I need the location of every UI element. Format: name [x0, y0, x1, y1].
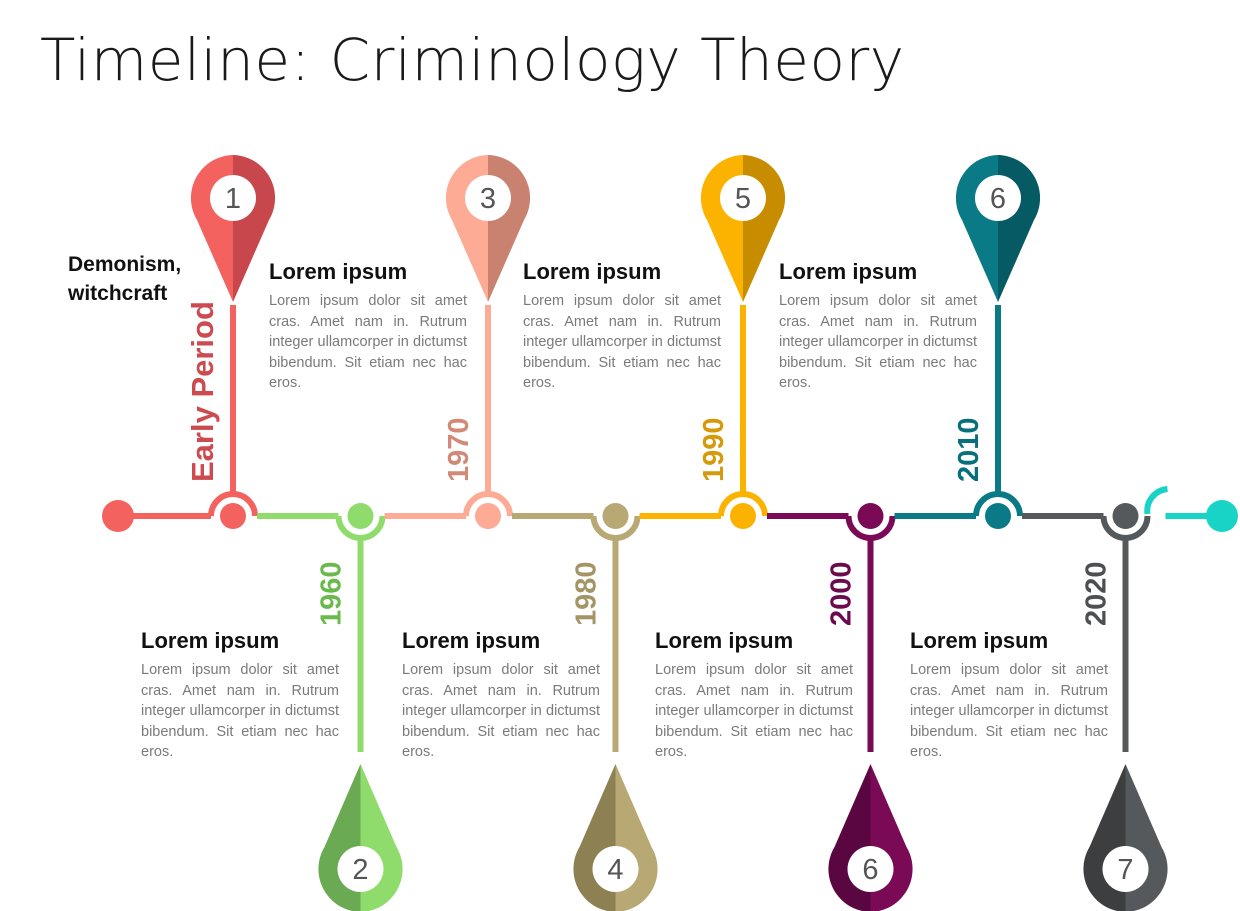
step-7-heading: Lorem ipsum	[779, 259, 918, 284]
step-1-number: 1	[225, 183, 241, 215]
page-title: Timeline: Criminology Theory	[40, 26, 905, 94]
step-4-arc-out	[615, 515, 641, 541]
step-8-arc-out	[1125, 515, 1151, 541]
step-8-arc-in	[1100, 515, 1126, 541]
step-5-node	[730, 503, 756, 529]
step-7-arc-in	[973, 491, 999, 517]
step-2-node	[347, 503, 374, 529]
step-7-arc-out	[997, 491, 1023, 517]
step-6-pin-face	[847, 846, 894, 892]
step-8-pin-face	[1102, 846, 1149, 892]
step-8-year: 2020	[1081, 561, 1113, 626]
step-6-arc-out	[870, 515, 896, 541]
step-5-pin: 5	[700, 155, 786, 302]
timeline-nodes	[102, 500, 1238, 532]
step-6-body: Lorem ipsum dolor sit amet cras. Amet na…	[655, 662, 853, 760]
text-block-step-2: Lorem ipsum Lorem ipsum dolor sit amet c…	[141, 628, 339, 763]
step-4-body: Lorem ipsum dolor sit amet cras. Amet na…	[402, 662, 600, 760]
timeline-start-dot	[102, 500, 134, 532]
step-6-number: 6	[862, 854, 878, 886]
step-7-node	[985, 503, 1011, 529]
step-6-heading: Lorem ipsum	[655, 628, 794, 653]
timeline-pins: 1 2 3 4 5 6 6 7	[190, 155, 1168, 911]
step-3-body: Lorem ipsum dolor sit amet cras. Amet na…	[269, 293, 467, 391]
step-8-number: 7	[1117, 854, 1133, 886]
step-4-year: 1980	[571, 561, 603, 626]
step-2-pin-face	[337, 846, 384, 892]
step-8-body: Lorem ipsum dolor sit amet cras. Amet na…	[910, 662, 1108, 760]
step-3-pin: 3	[445, 155, 531, 302]
step-3-number: 3	[480, 183, 496, 215]
step-5-body: Lorem ipsum dolor sit amet cras. Amet na…	[523, 293, 721, 391]
step-7-pin-face	[975, 175, 1021, 221]
step-2-number: 2	[352, 854, 368, 886]
step-5-arc-in	[718, 491, 744, 517]
step-2-heading: Lorem ipsum	[141, 628, 280, 653]
step-1-arc-out	[232, 491, 258, 517]
step-3-node	[475, 503, 501, 529]
step-8-pin: 7	[1083, 764, 1168, 911]
timeline-end-arc	[1144, 486, 1168, 515]
side-note: Demonism, witchcraft	[68, 253, 182, 305]
timeline-years: Early Period 1960 1970 1980 1990 2000 2010 2020	[185, 301, 1113, 626]
step-5-heading: Lorem ipsum	[523, 259, 662, 284]
step-6-year: 2000	[826, 561, 858, 626]
step-3-year: 1970	[443, 417, 475, 482]
step-4-pin-face	[592, 846, 639, 892]
step-1-year: Early Period	[185, 301, 220, 482]
step-5-pin-face	[720, 175, 766, 221]
step-1-arc-in	[208, 491, 234, 517]
step-4-number: 4	[607, 854, 623, 886]
step-4-node	[602, 503, 629, 529]
step-4-arc-in	[590, 515, 616, 541]
step-7-pin: 6	[955, 155, 1041, 302]
step-2-arc-in	[335, 515, 361, 541]
step-7-body: Lorem ipsum dolor sit amet cras. Amet na…	[779, 293, 977, 391]
step-6-arc-in	[845, 515, 871, 541]
step-4-heading: Lorem ipsum	[402, 628, 541, 653]
step-1-node	[220, 503, 246, 529]
step-5-year: 1990	[698, 417, 730, 482]
step-2-year: 1960	[316, 561, 348, 626]
timeline-end-dot	[1206, 500, 1238, 532]
step-3-arc-in	[463, 491, 489, 517]
timeline-lines	[118, 305, 1222, 752]
step-3-heading: Lorem ipsum	[269, 259, 408, 284]
text-block-step-5: Lorem ipsum Lorem ipsum dolor sit amet c…	[523, 259, 721, 394]
text-block-step-4: Lorem ipsum Lorem ipsum dolor sit amet c…	[402, 628, 600, 763]
step-2-pin: 2	[318, 764, 403, 911]
step-1-pin: 1	[190, 155, 276, 302]
step-6-node	[857, 503, 884, 529]
step-6-pin: 6	[828, 764, 913, 911]
step-7-year: 2010	[953, 417, 985, 482]
step-5-number: 5	[735, 183, 751, 215]
step-2-body: Lorem ipsum dolor sit amet cras. Amet na…	[141, 662, 339, 760]
step-8-node	[1112, 503, 1139, 529]
step-2-arc-out	[360, 515, 386, 541]
step-5-arc-out	[742, 491, 768, 517]
step-1-pin-face	[210, 175, 256, 221]
step-3-arc-out	[487, 491, 513, 517]
text-block-step-8: Lorem ipsum Lorem ipsum dolor sit amet c…	[910, 628, 1108, 763]
step-4-pin: 4	[573, 764, 658, 911]
text-block-step-7: Lorem ipsum Lorem ipsum dolor sit amet c…	[779, 259, 977, 394]
text-block-step-3: Lorem ipsum Lorem ipsum dolor sit amet c…	[269, 259, 467, 394]
text-block-step-6: Lorem ipsum Lorem ipsum dolor sit amet c…	[655, 628, 853, 763]
step-7-number: 6	[990, 183, 1006, 215]
step-3-pin-face	[465, 175, 511, 221]
step-8-heading: Lorem ipsum	[910, 628, 1049, 653]
